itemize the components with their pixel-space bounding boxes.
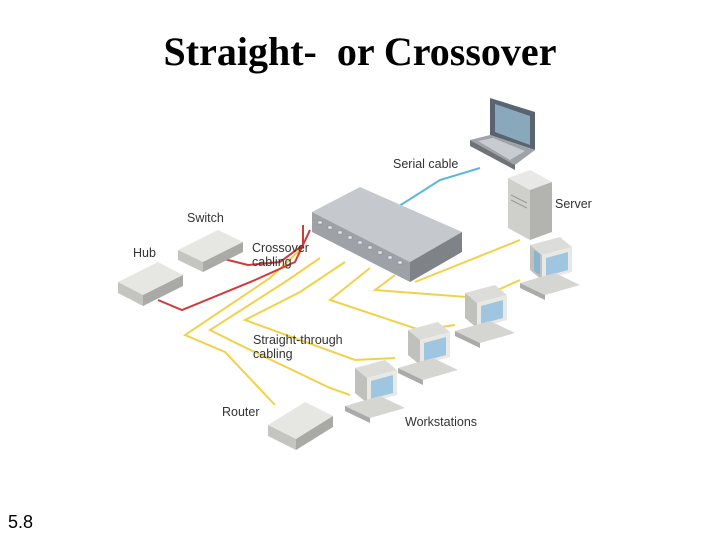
workstation-icon — [455, 285, 515, 348]
hub-device-icon — [118, 262, 183, 306]
serial-cable-line — [384, 167, 481, 216]
label-switch: Switch — [187, 211, 224, 225]
label-straight-line2: cabling — [253, 347, 293, 361]
label-server: Server — [555, 197, 592, 211]
label-workstations: Workstations — [405, 415, 477, 429]
workstation-icon — [398, 322, 458, 385]
main-switch-icon — [312, 187, 462, 282]
cable-router — [182, 249, 301, 406]
crossover-cables — [157, 225, 311, 312]
label-crossover-line2: cabling — [252, 255, 292, 269]
cable-switch — [219, 225, 304, 267]
laptop-icon — [470, 98, 535, 170]
switch-device-icon — [178, 230, 243, 272]
router-device-icon — [268, 402, 333, 450]
slide-number: 5.8 — [8, 512, 34, 532]
cable-ws4 — [372, 274, 521, 300]
server-icon — [508, 170, 552, 240]
slide-title: Straight- or Crossover — [163, 29, 557, 74]
label-serial-cable: Serial cable — [393, 157, 458, 171]
cable-ws1 — [207, 257, 351, 396]
label-hub: Hub — [133, 246, 156, 260]
workstation-icon — [345, 360, 405, 423]
label-router: Router — [222, 405, 260, 419]
workstation-icon — [520, 237, 580, 300]
cable-ws2 — [242, 261, 396, 362]
cable-server — [414, 239, 521, 283]
label-crossover-line1: Crossover — [252, 241, 309, 255]
straight-through-cables — [182, 239, 521, 406]
label-straight-line1: Straight-through — [253, 333, 343, 347]
cable-hub — [157, 229, 311, 312]
